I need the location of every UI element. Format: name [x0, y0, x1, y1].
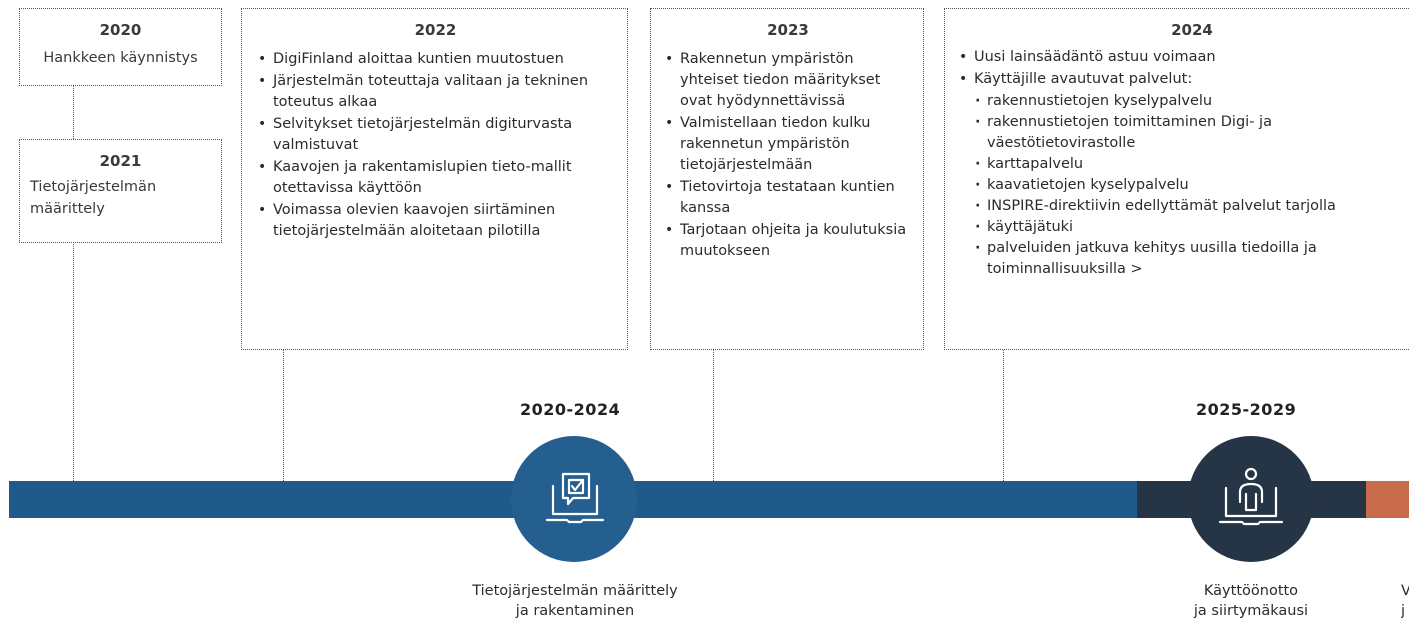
list-item: Voimassa olevien kaavojen siirtäminen ti…: [256, 200, 615, 242]
milestone-2020-box: 2020 Hankkeen käynnistys: [19, 8, 222, 86]
list-item-label: Käyttäjille avautuvat palvelut:: [974, 71, 1193, 87]
services-sublist: rakennustietojen kyselypalvelu rakennust…: [974, 91, 1409, 280]
year-label: 2023: [767, 21, 809, 39]
phase1-circle: [511, 436, 637, 562]
phase2-label-line1: Käyttöönotto: [1203, 583, 1299, 599]
milestone-text: Tietojärjestelmän määrittely: [30, 179, 157, 217]
year-label: 2024: [1171, 21, 1213, 39]
connector-2021-bar: [73, 242, 74, 481]
phase1-label-line1: Tietojärjestelmän määrittely: [472, 583, 678, 599]
connector-2024-bar: [1003, 349, 1004, 481]
sub-item: karttapalvelu: [974, 154, 1409, 175]
laptop-checkmark-icon: [545, 472, 605, 524]
sub-item: INSPIRE-direktiivin edellyttämät palvelu…: [974, 196, 1409, 217]
year-label: 2022: [414, 21, 457, 39]
list-item: Järjestelmän toteuttaja valitaan ja tekn…: [256, 71, 615, 113]
period-label-2025-2029: 2025-2029: [1196, 400, 1297, 419]
list-item: DigiFinland aloittaa kuntien muutostuen: [256, 49, 615, 70]
list-item: Selvitykset tietojärjestelmän digiturvas…: [256, 114, 615, 156]
milestone-2021-box: 2021 Tietojärjestelmän määrittely: [19, 139, 222, 243]
list-item: Uusi lainsäädäntö astuu voimaan: [957, 47, 1409, 68]
phase3-label-partial: V j: [1401, 581, 1409, 621]
phase2-circle: [1188, 436, 1314, 562]
phase3-label-line1: V: [1401, 583, 1409, 599]
list-item: Tarjotaan ohjeita ja koulutuksia muutoks…: [663, 220, 913, 262]
milestone-list: DigiFinland aloittaa kuntien muutostuen …: [256, 49, 615, 242]
sub-item: rakennustietojen toimittaminen Digi- ja …: [974, 112, 1317, 154]
milestone-list: Uusi lainsäädäntö astuu voimaan Käyttäji…: [957, 47, 1409, 280]
list-item: Tietovirtoja testataan kuntien kanssa: [663, 177, 913, 219]
sub-item: rakennustietojen kyselypalvelu: [974, 91, 1409, 112]
list-item: Kaavojen ja rakentamislupien tieto-malli…: [256, 157, 615, 199]
year-label: 2021: [99, 152, 142, 170]
list-item: Käyttäjille avautuvat palvelut: rakennus…: [957, 69, 1409, 280]
list-item: Rakennetun ympäristön yhteiset tiedon mä…: [663, 49, 913, 112]
sub-item: käyttäjätuki: [974, 217, 1409, 238]
sub-item: palveluiden jatkuva kehitys uusilla tied…: [974, 238, 1377, 280]
milestone-2022-box: 2022 DigiFinland aloittaa kuntien muutos…: [241, 8, 628, 350]
sub-item: kaavatietojen kyselypalvelu: [974, 175, 1409, 196]
year-label: 2020: [99, 21, 142, 39]
milestone-2023-box: 2023 Rakennetun ympäristön yhteiset tied…: [650, 8, 924, 350]
phase3-label-line2: j: [1401, 603, 1406, 619]
phase2-label-line2: ja siirtymäkausi: [1193, 603, 1309, 619]
milestone-list: Rakennetun ympäristön yhteiset tiedon mä…: [663, 49, 913, 262]
milestone-text: Hankkeen käynnistys: [43, 50, 198, 66]
connector-2020-2021: [73, 85, 74, 139]
milestone-2024-box: 2024 Uusi lainsäädäntö astuu voimaan Käy…: [944, 8, 1409, 350]
period-label-2020-2024: 2020-2024: [520, 400, 621, 419]
phase2-label: Käyttöönotto ja siirtymäkausi: [1161, 581, 1341, 621]
list-item: Valmistellaan tiedon kulku rakennetun ym…: [663, 113, 913, 176]
laptop-person-icon: [1218, 467, 1284, 526]
phase1-label-line2: ja rakentaminen: [515, 603, 635, 619]
connector-2022-bar: [283, 349, 284, 481]
timeline-bar-phase3: [1366, 481, 1409, 518]
phase1-label: Tietojärjestelmän määrittely ja rakentam…: [440, 581, 710, 621]
connector-2023-bar: [713, 349, 714, 481]
